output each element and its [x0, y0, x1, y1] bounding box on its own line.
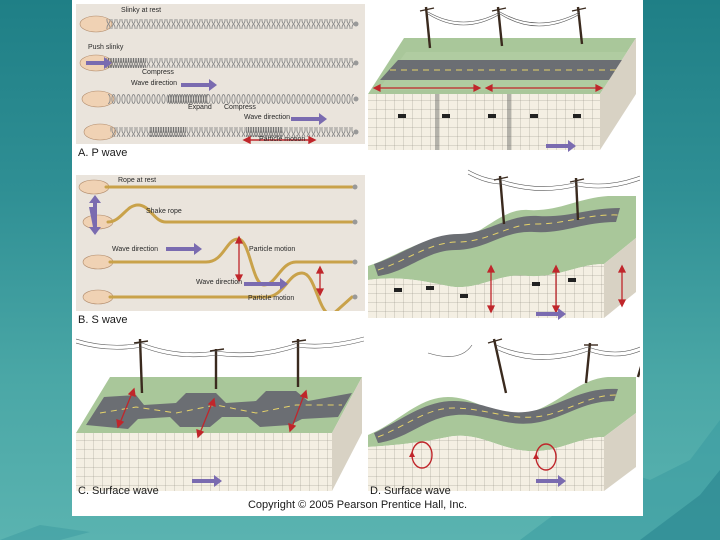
- label-wave-direction-s2: Wave direction: [196, 279, 242, 286]
- copyright-notice: Copyright © 2005 Pearson Prentice Hall, …: [72, 499, 643, 511]
- label-particle-motion: Particle motion: [259, 136, 305, 143]
- label-compress: Compress: [142, 69, 174, 76]
- label-particle-motion-s2: Particle motion: [248, 295, 294, 302]
- caption-surface-wave-d: D. Surface wave: [370, 485, 451, 497]
- p-wave-block-diagram: [368, 2, 640, 152]
- label-compress-2: Compress: [224, 104, 256, 111]
- s-wave-block-diagram: [368, 168, 640, 320]
- rope-illustration: Rope at rest Shake rope Wave direction P…: [76, 175, 365, 311]
- label-wave-direction-2: Wave direction: [244, 114, 290, 121]
- caption-surface-wave-c: C. Surface wave: [78, 485, 159, 497]
- surface-wave-c-block-diagram: [76, 333, 364, 493]
- label-rope-at-rest: Rope at rest: [118, 177, 156, 184]
- label-slinky-at-rest: Slinky at rest: [121, 7, 161, 14]
- label-push-slinky: Push slinky: [88, 44, 123, 51]
- label-wave-direction-s1: Wave direction: [112, 246, 158, 253]
- surface-wave-d-block-diagram: [368, 333, 640, 493]
- label-wave-direction-1: Wave direction: [131, 80, 177, 87]
- caption-p-wave: A. P wave: [78, 147, 127, 159]
- figure-sheet: Slinky at rest Push slinky Compress Wave…: [72, 0, 643, 516]
- caption-s-wave: B. S wave: [78, 314, 128, 326]
- label-expand: Expand: [188, 104, 212, 111]
- slinky-illustration: Slinky at rest Push slinky Compress Wave…: [76, 4, 365, 144]
- label-shake-rope: Shake rope: [146, 208, 182, 215]
- label-particle-motion-s1: Particle motion: [249, 246, 295, 253]
